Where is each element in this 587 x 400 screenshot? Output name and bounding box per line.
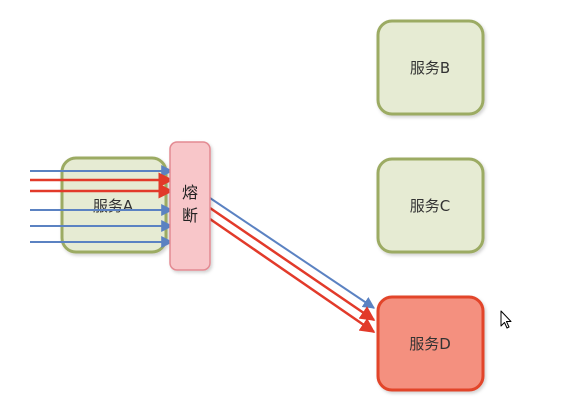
outgoing-arrow-3 [209, 217, 376, 334]
service-d-node: 服务D [376, 295, 485, 392]
service-a-node: 服务A [60, 156, 168, 254]
outgoing-arrow-1 [209, 197, 375, 309]
service-a-label: 服务A [93, 197, 134, 215]
outgoing-arrow-2 [209, 206, 376, 322]
outgoing-arrows [209, 197, 376, 334]
circuit-breaker: 熔 断 [169, 141, 211, 271]
service-c-node: 服务C [376, 157, 485, 254]
service-d-label: 服务D [409, 335, 451, 353]
service-c-label: 服务C [410, 197, 450, 215]
circuit-breaker-label-line1: 熔 [182, 183, 198, 202]
incoming-arrows [30, 165, 174, 248]
service-b-node: 服务B [376, 19, 485, 116]
service-b-label: 服务B [410, 59, 450, 77]
mouse-cursor-icon [500, 310, 512, 329]
circuit-breaker-label-line2: 断 [182, 206, 198, 225]
